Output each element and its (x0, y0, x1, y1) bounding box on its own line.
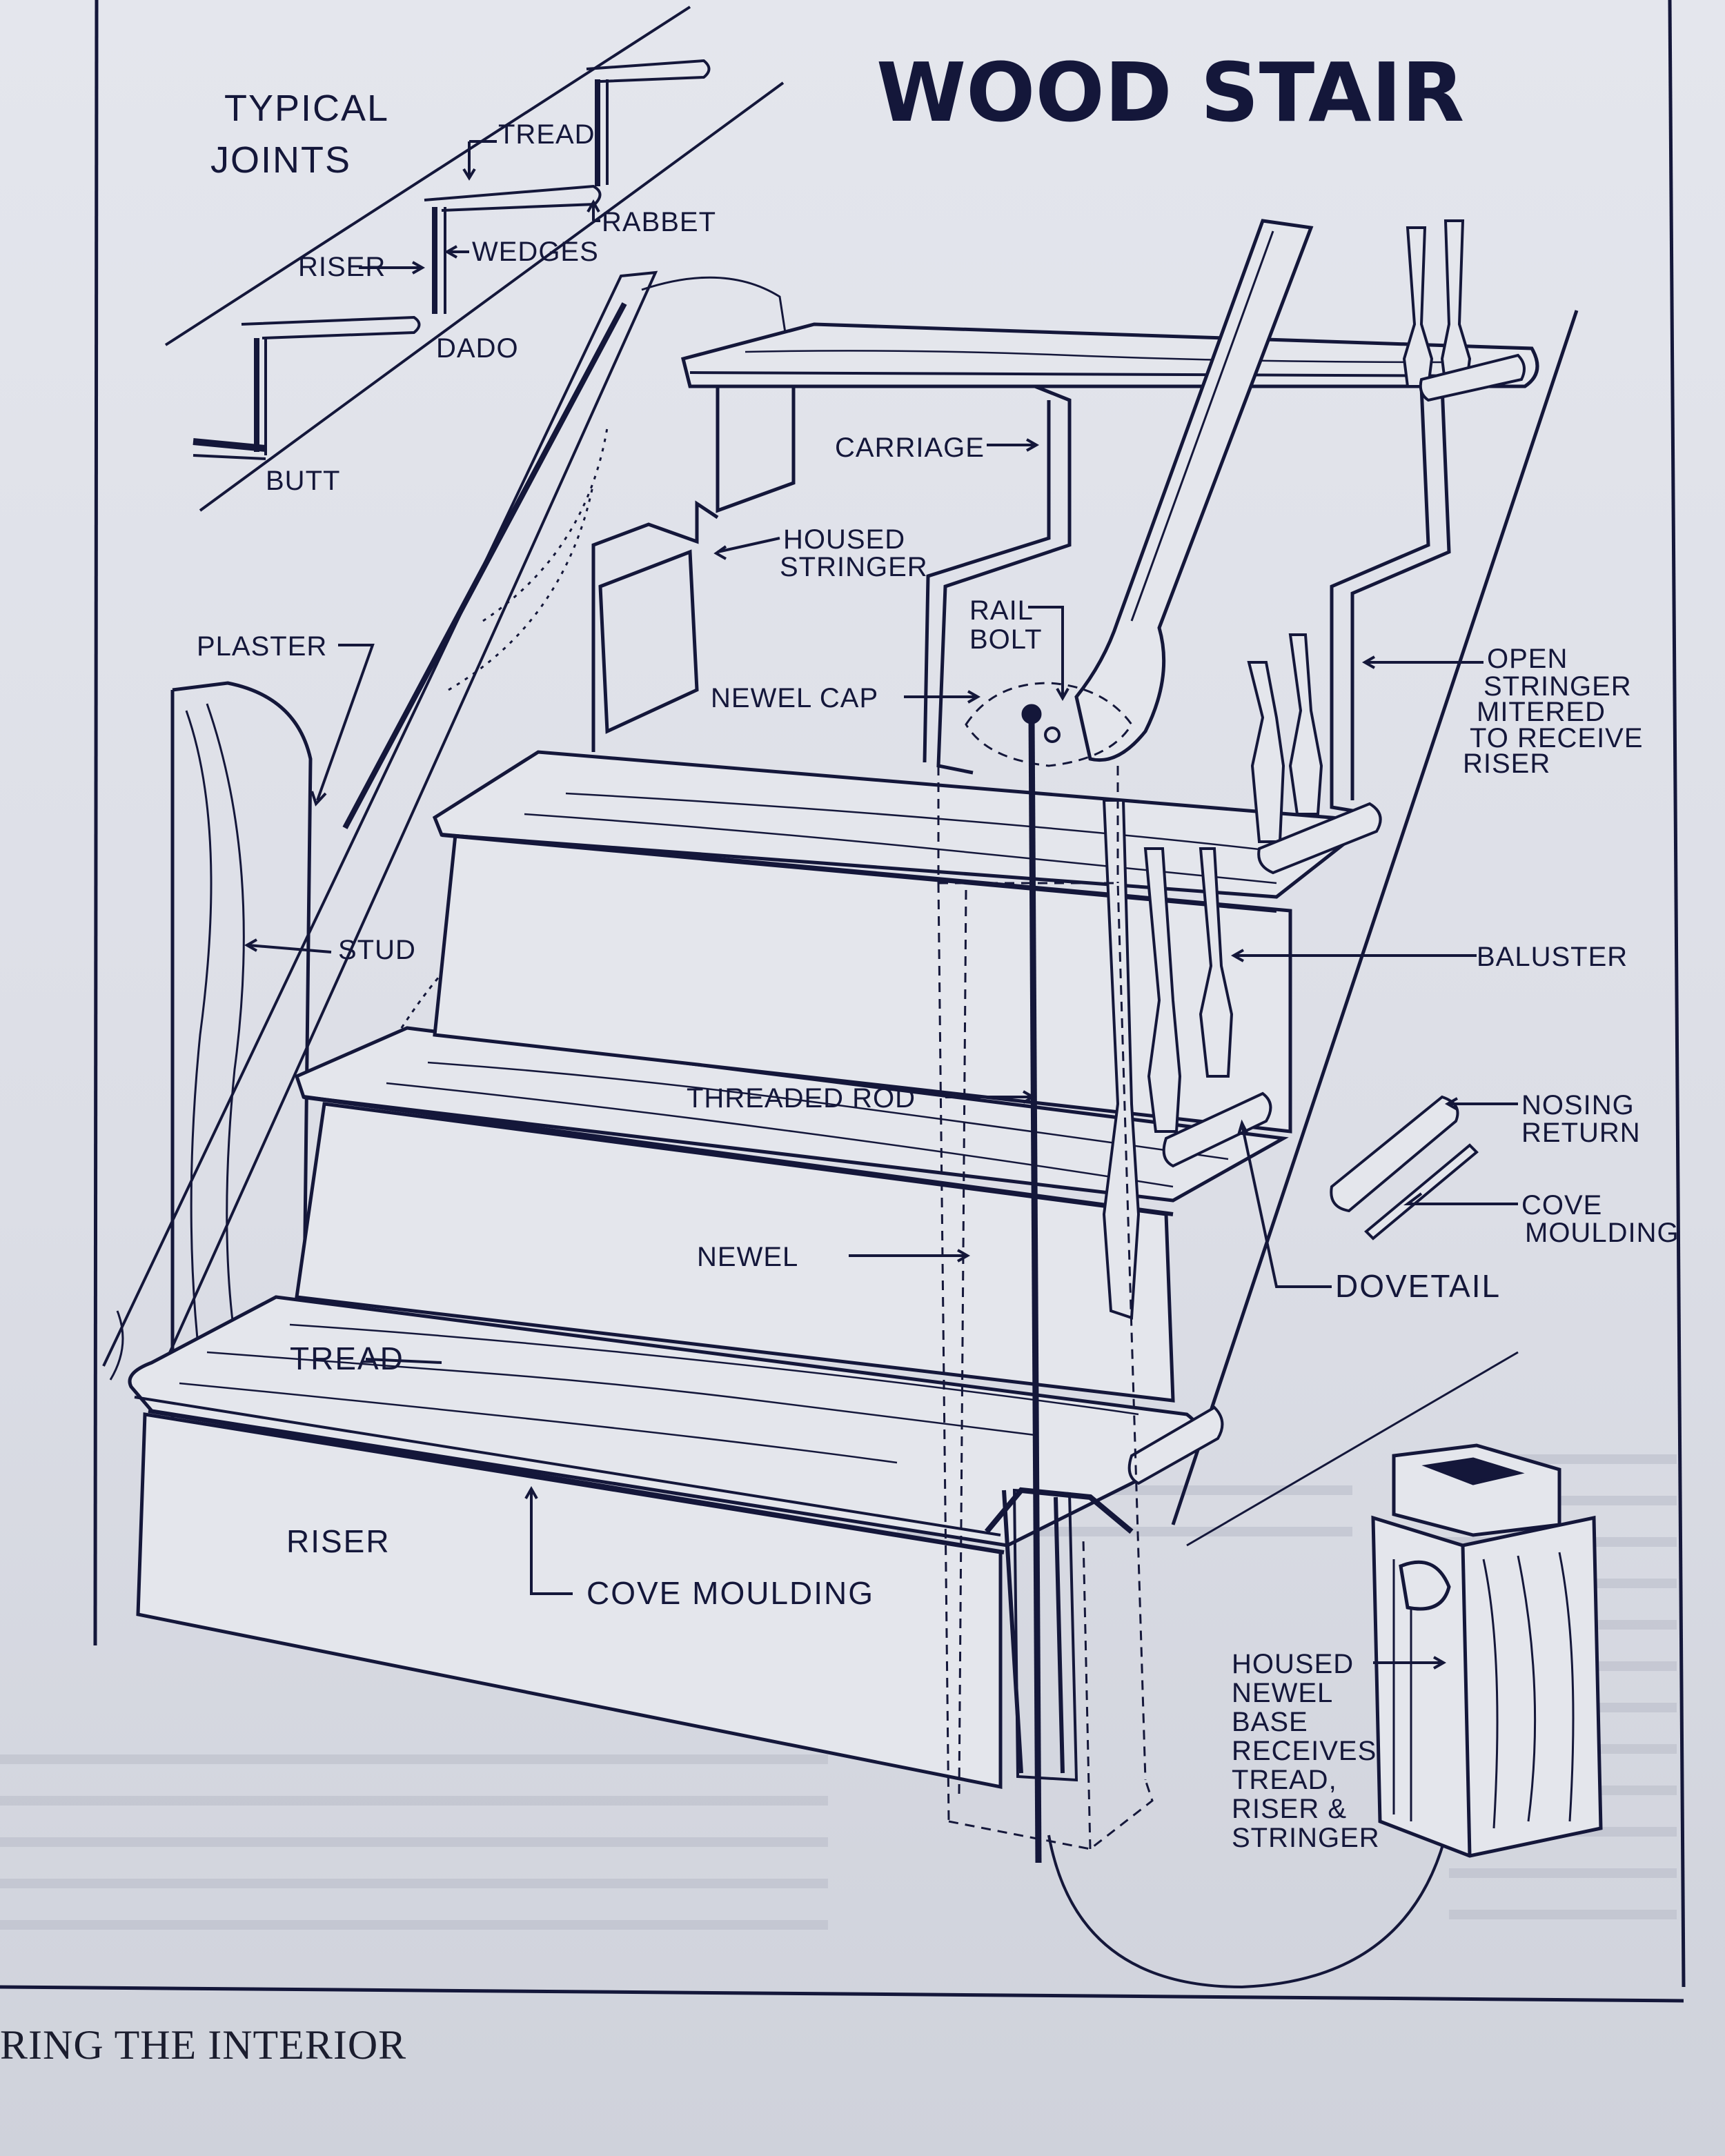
label-threaded-rod: THREADED ROD (687, 1083, 916, 1114)
label-housed-newel-base-2: NEWEL (1232, 1678, 1333, 1708)
inset-label-rabbet: RABBET (602, 207, 716, 237)
label-tread: TREAD (290, 1341, 404, 1376)
typical-joints-inset (164, 6, 785, 512)
balusters (1102, 219, 1526, 1485)
label-carriage: CARRIAGE (835, 433, 985, 463)
label-housed-newel-base-5: TREAD, (1232, 1765, 1337, 1795)
page-frame (0, 0, 1686, 2003)
label-housed-stringer-1: HOUSED (783, 524, 905, 555)
label-housed-newel-base-6: RISER & (1232, 1794, 1347, 1824)
label-stud: STUD (338, 935, 416, 965)
detail-callout-arc (1047, 1821, 1450, 1989)
open-stringer (1171, 310, 1579, 1547)
inset-label-riser: RISER (298, 252, 386, 282)
inset-title-line-1: TYPICAL (224, 88, 389, 129)
label-rail-bolt-2: BOLT (969, 624, 1043, 655)
label-cove-moulding-bottom: COVE MOULDING (586, 1575, 874, 1611)
nosing-return-pieces (1330, 1095, 1479, 1240)
label-housed-newel-base-1: HOUSED (1232, 1649, 1354, 1679)
tread-wood-grain (179, 350, 1450, 1464)
label-open-stringer-2: STRINGER (1483, 671, 1632, 702)
page-footer-running-head: RING THE INTERIOR (0, 2022, 407, 2068)
label-housed-newel-base-4: RECEIVES (1232, 1736, 1377, 1766)
label-open-stringer-3: MITERED (1477, 697, 1606, 727)
inset-label-dado: DADO (436, 333, 519, 364)
label-newel: NEWEL (697, 1242, 798, 1272)
housed-newel-base-detail (1371, 1443, 1603, 1858)
inset-label-butt: BUTT (266, 466, 340, 496)
label-open-stringer-5: RISER (1463, 749, 1550, 779)
label-baluster: BALUSTER (1477, 942, 1628, 972)
label-cove-moulding-right-2: MOULDING (1525, 1218, 1679, 1248)
label-housed-newel-base-3: BASE (1232, 1707, 1308, 1737)
label-newel-cap: NEWEL CAP (711, 683, 878, 713)
label-riser: RISER (286, 1523, 391, 1559)
label-housed-stringer-2: STRINGER (780, 552, 928, 582)
inset-label-tread: TREAD (498, 119, 595, 150)
label-rail-bolt-1: RAIL (969, 595, 1034, 626)
label-dovetail: DOVETAIL (1335, 1268, 1501, 1304)
label-nosing-return-1: NOSING (1521, 1090, 1635, 1120)
handrail (1074, 219, 1314, 762)
label-open-stringer-4: TO RECEIVE (1470, 723, 1644, 753)
newel-assembly (937, 682, 1154, 1863)
inset-label-wedges: WEDGES (472, 237, 599, 267)
label-open-stringer-1: OPEN (1487, 644, 1568, 674)
label-nosing-return-2: RETURN (1521, 1118, 1641, 1148)
label-plaster: PLASTER (197, 631, 327, 662)
label-housed-newel-base-7: STRINGER (1232, 1823, 1380, 1853)
label-cove-moulding-right-1: COVE (1521, 1190, 1602, 1220)
carriage-and-stringer (591, 384, 1072, 775)
inset-title-line-2: JOINTS (210, 139, 351, 181)
leader-lines (244, 438, 1518, 1670)
diagram-title: WOOD STAIR (876, 45, 1464, 140)
